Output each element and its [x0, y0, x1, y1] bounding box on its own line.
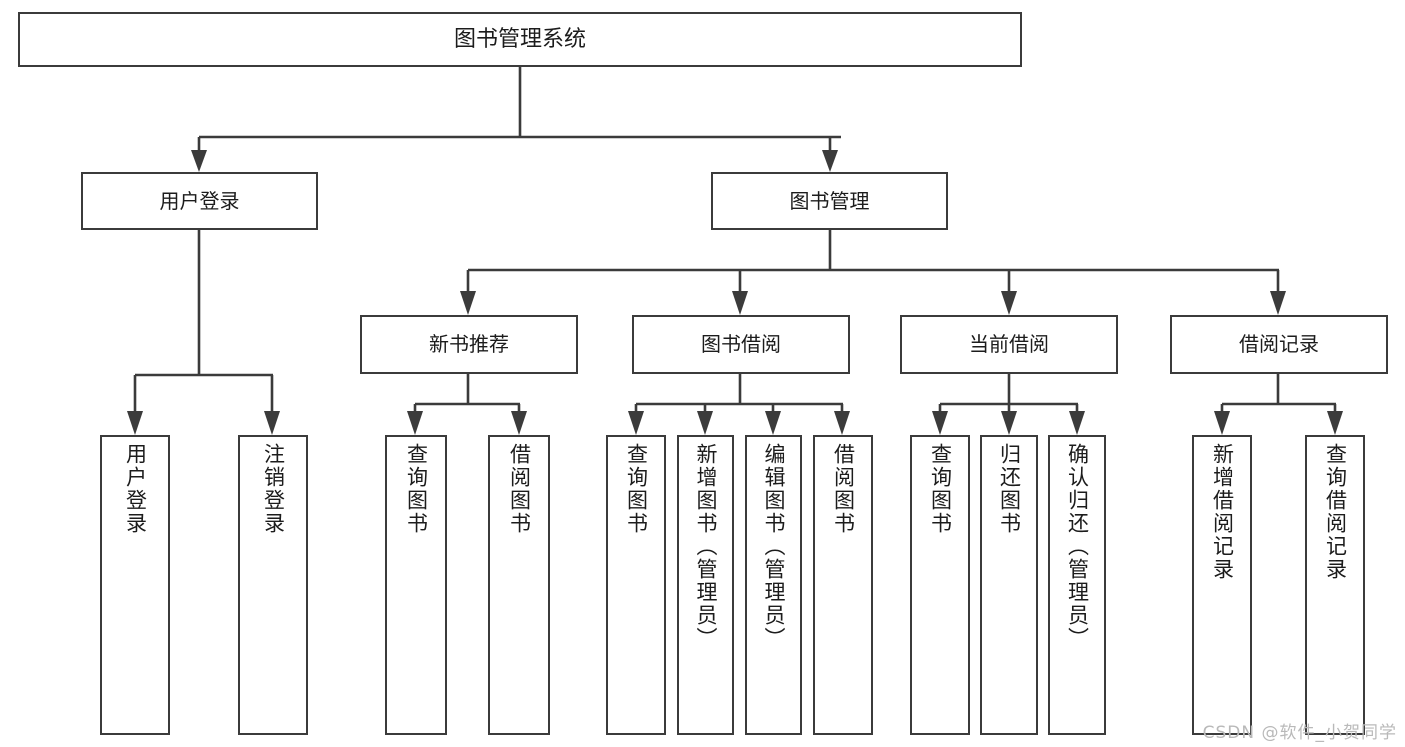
node-root-label: 图书管理系统 [453, 26, 586, 52]
node-current-borrow-label: 当前借阅 [969, 332, 1049, 356]
node-book-borrow[interactable]: 图书借阅 [632, 315, 850, 374]
leaf-user-login-label: 用户登录 [123, 443, 148, 535]
watermark: CSDN @软件_小贺同学 [1202, 723, 1397, 743]
node-book-borrow-label: 图书借阅 [701, 332, 781, 356]
leaf-user-logout[interactable]: 注销登录 [238, 435, 308, 735]
leaf-return-book[interactable]: 归还图书 [980, 435, 1038, 735]
leaf-add-book-admin[interactable]: 新增图书（管理员） [677, 435, 734, 735]
node-current-borrow[interactable]: 当前借阅 [900, 315, 1118, 374]
leaf-new-book-borrow-label: 借阅图书 [507, 443, 532, 535]
node-root[interactable]: 图书管理系统 [18, 12, 1022, 67]
leaf-new-book-borrow[interactable]: 借阅图书 [488, 435, 550, 735]
leaf-borrow-book[interactable]: 借阅图书 [813, 435, 873, 735]
leaf-new-book-query-label: 查询图书 [404, 443, 429, 535]
leaf-query-borrow-record[interactable]: 查询借阅记录 [1305, 435, 1365, 735]
node-new-book-recommend-label: 新书推荐 [429, 332, 509, 356]
node-user-login[interactable]: 用户登录 [81, 172, 318, 230]
leaf-edit-book-admin[interactable]: 编辑图书（管理员） [745, 435, 802, 735]
node-user-login-label: 用户登录 [159, 188, 240, 213]
leaf-edit-book-admin-label: 编辑图书（管理员） [762, 443, 786, 650]
leaf-add-borrow-record-label: 新增借阅记录 [1210, 443, 1235, 581]
leaf-return-book-label: 归还图书 [997, 443, 1022, 535]
leaf-current-query-book-label: 查询图书 [928, 443, 953, 535]
leaf-current-query-book[interactable]: 查询图书 [910, 435, 970, 735]
node-book-management[interactable]: 图书管理 [711, 172, 948, 230]
node-borrow-record-label: 借阅记录 [1239, 332, 1319, 356]
leaf-add-borrow-record[interactable]: 新增借阅记录 [1192, 435, 1252, 735]
node-borrow-record[interactable]: 借阅记录 [1170, 315, 1388, 374]
leaf-add-book-admin-label: 新增图书（管理员） [694, 443, 718, 650]
leaf-user-login[interactable]: 用户登录 [100, 435, 170, 735]
leaf-confirm-return-admin-label: 确认归还（管理员） [1065, 443, 1090, 650]
leaf-confirm-return-admin[interactable]: 确认归还（管理员） [1048, 435, 1106, 735]
leaf-query-borrow-record-label: 查询借阅记录 [1323, 443, 1348, 581]
node-new-book-recommend[interactable]: 新书推荐 [360, 315, 578, 374]
leaf-borrow-query-book-label: 查询图书 [624, 443, 649, 535]
node-book-management-label: 图书管理 [789, 188, 870, 213]
leaf-user-logout-label: 注销登录 [261, 443, 286, 535]
leaf-borrow-book-label: 借阅图书 [831, 443, 856, 535]
leaf-borrow-query-book[interactable]: 查询图书 [606, 435, 666, 735]
leaf-new-book-query[interactable]: 查询图书 [385, 435, 447, 735]
